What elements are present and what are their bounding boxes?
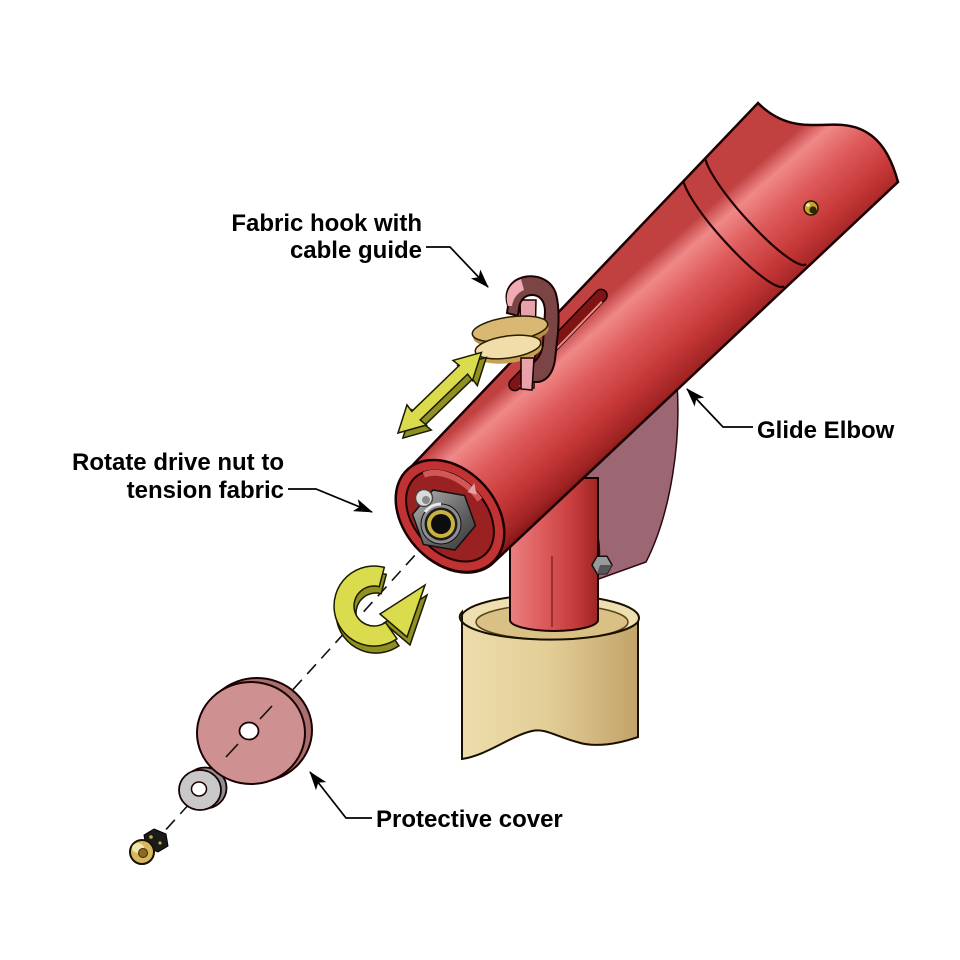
nut-highlight [423, 502, 442, 513]
washer [178, 766, 228, 811]
hook-strap-lower [520, 357, 535, 391]
rotate-arrow [333, 565, 429, 654]
glide-elbow-leader [686, 388, 753, 428]
glide-elbow-label: Glide Elbow [757, 417, 895, 444]
cable-guide [471, 315, 549, 364]
protective-cover-disc [196, 677, 313, 785]
fabric-hook-label-line1: Fabric hook with [231, 210, 422, 237]
tube-collar [682, 153, 807, 289]
drive-nut-label-line2: tension fabric [127, 477, 284, 504]
mouth-highlight [467, 483, 477, 495]
washer-hole [190, 781, 208, 797]
hook-tip-highlight [506, 279, 524, 306]
support-post [458, 609, 639, 761]
axis-dash-on-disc [259, 705, 273, 720]
callout-drive-nut: Rotate drive nut to tension fabric [72, 449, 373, 513]
nut-bore [431, 514, 451, 534]
slide-arrow [396, 351, 488, 440]
guide-disc2-top [474, 334, 542, 360]
screw [129, 828, 169, 865]
hex-bolt [591, 555, 613, 575]
protective-cover-leader [309, 771, 372, 819]
drive-nut-leader [288, 488, 373, 513]
fabric-hook-label-line2: cable guide [290, 237, 422, 264]
drive-nut [411, 488, 477, 551]
cover-hole [238, 721, 260, 741]
fabric-hook [471, 275, 560, 391]
fabric-hook-leader [426, 246, 489, 288]
callout-glide-elbow: Glide Elbow [686, 388, 895, 444]
callout-fabric-hook: Fabric hook with cable guide [231, 210, 489, 288]
protective-cover-label: Protective cover [376, 806, 563, 833]
hook-body [505, 275, 560, 383]
axis-dash-on-disc [225, 743, 239, 758]
drive-nut-label-line1: Rotate drive nut to [72, 449, 284, 476]
tube-mouth [394, 458, 506, 574]
brass-pin [803, 200, 819, 216]
callout-protective-cover: Protective cover [309, 771, 563, 833]
